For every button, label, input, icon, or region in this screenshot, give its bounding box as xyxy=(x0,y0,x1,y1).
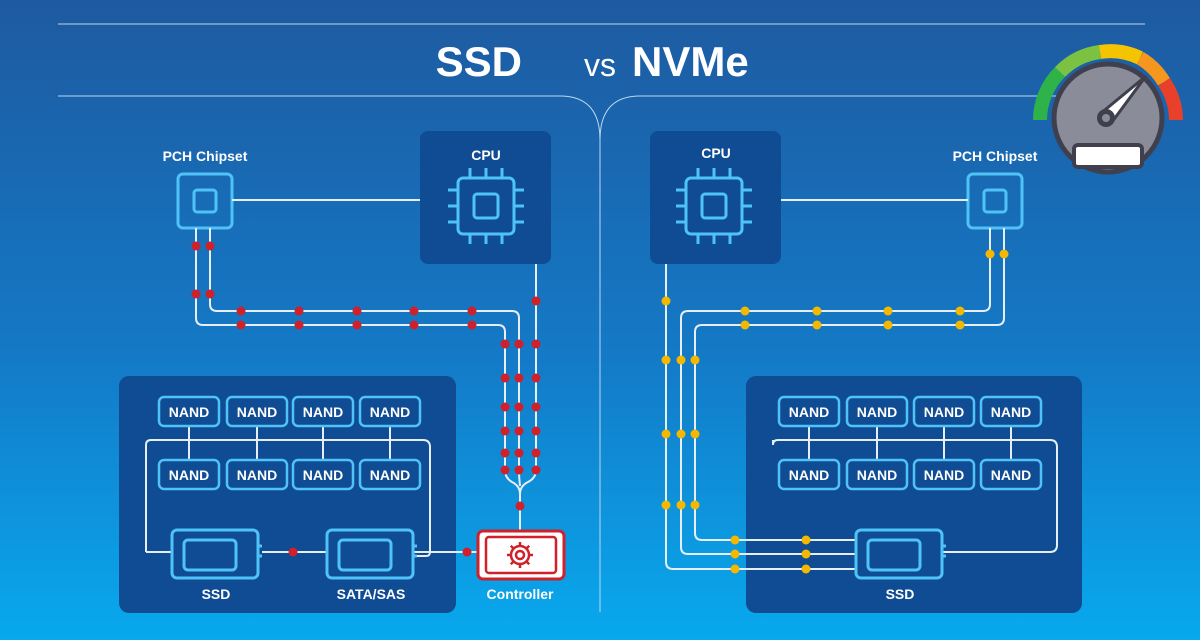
right-nand-chip-5 xyxy=(777,458,841,491)
left-signal-dots xyxy=(191,241,541,511)
right-ssd-drive-icon xyxy=(854,528,946,580)
left-nand-label-2: NAND xyxy=(237,404,277,420)
right-nand-chip-1 xyxy=(777,395,841,428)
left-ssd-drive-icon xyxy=(170,528,262,580)
right-nand-chip-3 xyxy=(912,395,976,428)
right-panel-dots xyxy=(730,535,811,574)
right-nand-chip-8 xyxy=(979,458,1043,491)
left-nand-label-4: NAND xyxy=(370,404,410,420)
right-signal-dots xyxy=(661,249,1009,510)
left-nand-label-7: NAND xyxy=(303,467,343,483)
left-cpu-box xyxy=(420,131,551,264)
right-nand-grid: NAND NAND NAND NAND NAND NAND NAND NAND xyxy=(777,395,1043,491)
left-nand-label-8: NAND xyxy=(370,467,410,483)
controller-label: Controller xyxy=(487,586,554,602)
sata-controller-dot xyxy=(462,547,472,557)
right-nand-bus xyxy=(772,426,1058,553)
left-nand-chip-3 xyxy=(291,395,355,428)
left-nand-label-1: NAND xyxy=(169,404,209,420)
title-vs: vs xyxy=(584,47,616,83)
right-nand-chip-7 xyxy=(912,458,976,491)
right-nand-chip-4 xyxy=(979,395,1043,428)
left-cpu-chip-icon xyxy=(448,168,524,244)
divider-right xyxy=(599,95,1145,141)
left-ssd-label: SSD xyxy=(202,586,231,602)
right-nand-chip-6 xyxy=(845,458,909,491)
left-nand-label-6: NAND xyxy=(237,467,277,483)
left-cpu-label: CPU xyxy=(471,147,501,163)
right-pch-label: PCH Chipset xyxy=(953,148,1038,164)
left-ssd-sata-dot xyxy=(288,547,298,557)
right-cpu-box xyxy=(650,131,781,264)
title-ssd: SSD xyxy=(436,38,522,85)
title-nvme: NVMe xyxy=(632,38,749,85)
left-nand-chip-4 xyxy=(358,395,422,428)
right-cpu-label: CPU xyxy=(701,145,731,161)
left-nand-bus xyxy=(145,426,478,557)
left-nand-chip-8 xyxy=(358,458,422,491)
right-nand-label-8: NAND xyxy=(991,467,1031,483)
right-nand-label-2: NAND xyxy=(857,404,897,420)
left-nand-label-3: NAND xyxy=(303,404,343,420)
right-nand-label-1: NAND xyxy=(789,404,829,420)
sata-label: SATA/SAS xyxy=(337,586,406,602)
left-nand-chip-2 xyxy=(225,395,289,428)
left-nand-chip-5 xyxy=(157,458,221,491)
right-nand-label-6: NAND xyxy=(857,467,897,483)
controller-gear-icon xyxy=(476,529,566,581)
right-nand-label-4: NAND xyxy=(991,404,1031,420)
speedometer-icon xyxy=(1033,44,1183,175)
sata-drive-icon xyxy=(325,528,417,580)
right-nand-label-7: NAND xyxy=(924,467,964,483)
right-nand-label-5: NAND xyxy=(789,467,829,483)
left-nand-label-5: NAND xyxy=(169,467,209,483)
right-nand-label-3: NAND xyxy=(924,404,964,420)
left-nand-chip-7 xyxy=(291,458,355,491)
right-nand-chip-2 xyxy=(845,395,909,428)
left-pch-label: PCH Chipset xyxy=(163,148,248,164)
right-cpu-chip-icon xyxy=(676,168,752,244)
right-bus-wires xyxy=(665,228,1005,570)
left-nand-chip-6 xyxy=(225,458,289,491)
right-ssd-label: SSD xyxy=(886,586,915,602)
left-nand-grid: NAND NAND NAND NAND NAND NAND NAND NAND xyxy=(157,395,422,491)
left-nand-chip-1 xyxy=(157,395,221,428)
